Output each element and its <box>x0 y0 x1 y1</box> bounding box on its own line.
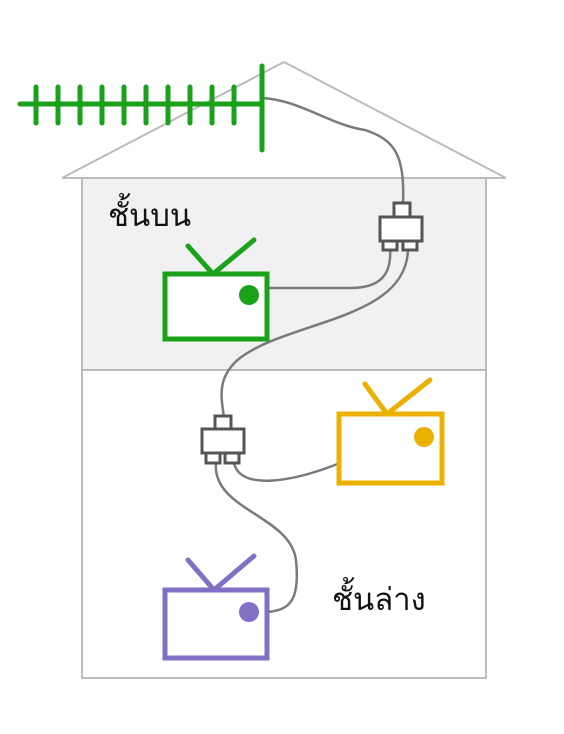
cable-splitter-to-yellow-tv <box>232 461 342 482</box>
upper-floor-label: ชั้นบน <box>108 193 191 234</box>
cable-antenna-to-splitter <box>260 96 405 207</box>
upper-floor <box>81 177 487 371</box>
splitter-icon <box>378 201 424 252</box>
roof <box>61 60 507 179</box>
tv-icon <box>162 237 270 342</box>
house <box>61 60 507 679</box>
tv-icon <box>162 553 270 661</box>
tv-icon <box>336 377 445 486</box>
cable-upper-splitter-to-lower-splitter <box>220 246 410 420</box>
antenna-icon <box>17 63 265 153</box>
cable-splitter-to-purple-tv <box>214 461 299 614</box>
cable-splitter-to-upper-tv <box>266 246 392 290</box>
lower-floor-label: ชั้นล่าง <box>332 577 426 618</box>
splitter-icon <box>200 414 246 465</box>
cables <box>214 96 410 614</box>
